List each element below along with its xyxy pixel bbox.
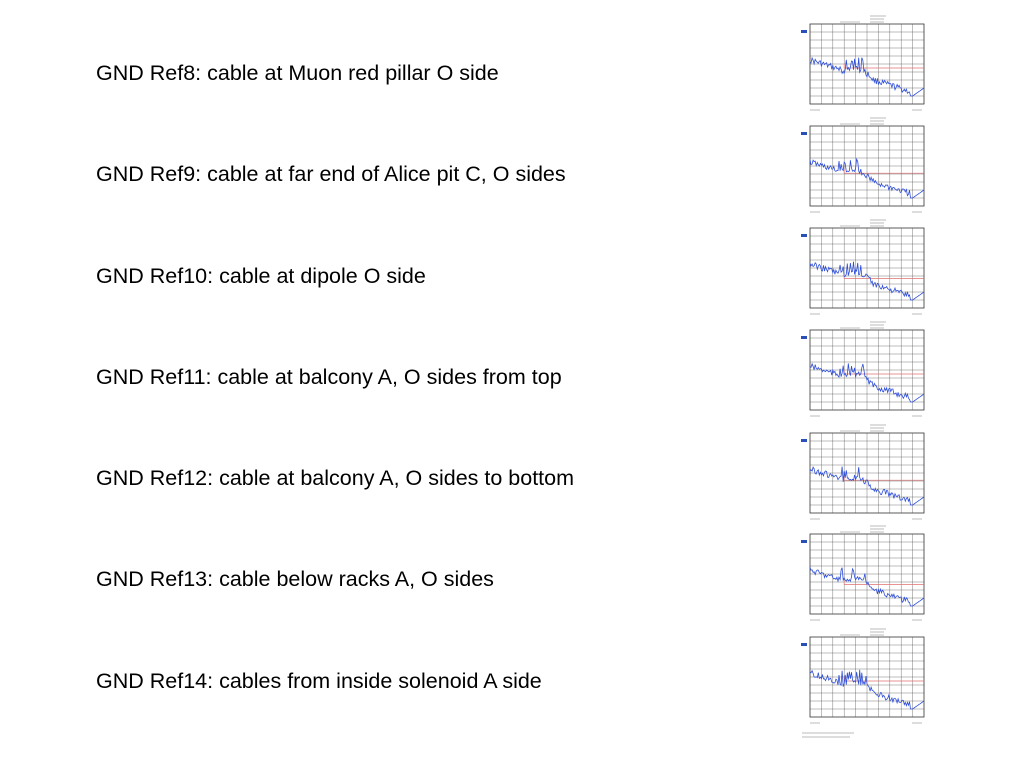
footer-tiny-text-decoration [802,732,854,738]
ref12-spectrum-thumbnail [800,423,932,523]
ref13-label: GND Ref13: cable below racks A, O sides [96,567,494,591]
ref9-spectrum-thumbnail [800,116,932,216]
spectrum-plot [801,117,925,213]
ref8-spectrum-thumbnail [800,14,932,114]
spectrum-plot [801,424,925,520]
ref10-spectrum-thumbnail [800,218,932,318]
ref13-spectrum-thumbnail [800,524,932,624]
ref11-label: GND Ref11: cable at balcony A, O sides f… [96,365,562,389]
spectrum-plot [801,525,925,621]
ref11-spectrum-thumbnail [800,320,932,420]
spectrum-plot [801,15,925,111]
ref12-label: GND Ref12: cable at balcony A, O sides t… [96,466,575,490]
ref14-spectrum-thumbnail [800,627,932,727]
spectrum-plot [801,321,925,417]
ref10-label: GND Ref10: cable at dipole O side [96,264,426,288]
spectrum-plot [801,628,925,724]
ref9-label: GND Ref9: cable at far end of Alice pit … [96,162,566,186]
ref8-label: GND Ref8: cable at Muon red pillar O sid… [96,61,499,85]
ref14-label: GND Ref14: cables from inside solenoid A… [96,669,542,693]
spectrum-plot [801,219,925,315]
